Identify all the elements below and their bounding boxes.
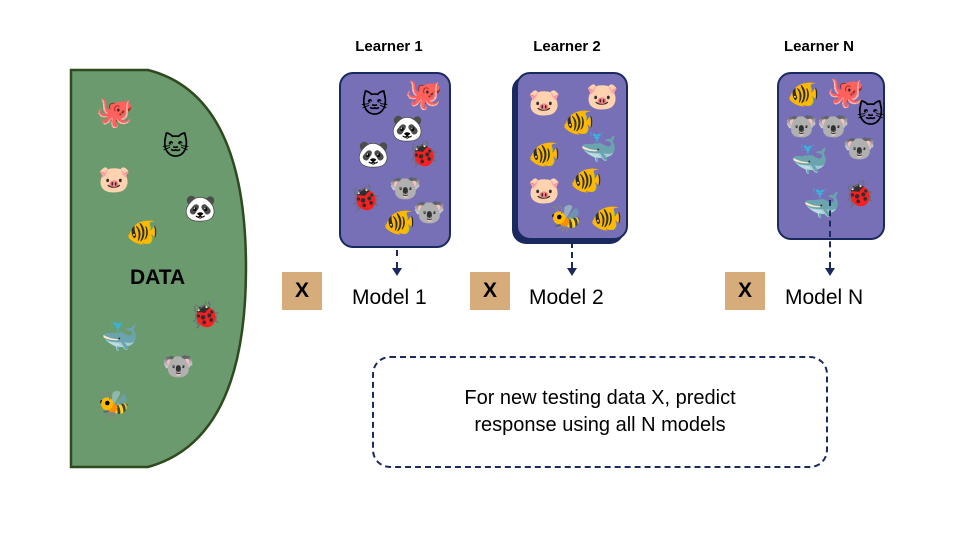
learner-n-arrowhead (825, 268, 835, 276)
model-2-label: Model 2 (529, 286, 604, 309)
data-panel (69, 68, 248, 469)
pig-icon: 🐷 (586, 82, 619, 112)
bee-icon: 🐝 (550, 204, 583, 234)
learner-n-title: Learner N (783, 38, 855, 55)
model-1-label: Model 1 (352, 286, 427, 309)
fish-icon: 🐠 (787, 80, 820, 110)
fish-icon: 🐠 (570, 166, 603, 196)
cat-icon: 🐱 (857, 100, 885, 130)
pig-icon: 🐷 (528, 176, 561, 206)
learner-2-arrowhead (567, 268, 577, 276)
ladybug-icon: 🐞 (407, 140, 440, 170)
pig-icon: 🐷 (98, 165, 131, 195)
koala-icon: 🐨 (817, 112, 850, 142)
koala-icon: 🐨 (413, 198, 446, 228)
koala-icon: 🐨 (162, 352, 195, 382)
learner-1-arrowhead (392, 268, 402, 276)
whale-icon: 🐳 (580, 131, 618, 166)
model-n-label: Model N (785, 286, 864, 309)
koala-icon: 🐨 (785, 112, 818, 142)
octopus-icon: 🐙 (405, 77, 443, 112)
learner-2-box: 🐷 🐷 🐠 🐠 🐳 🐷 🐠 🐝 🐠 (516, 72, 628, 240)
prediction-note-line-2: response using all N models (474, 414, 726, 436)
ladybug-icon: 🐞 (843, 180, 876, 210)
fish-icon: 🐠 (383, 208, 416, 238)
octopus-icon: 🐙 (827, 75, 865, 110)
whale-icon: 🐳 (803, 187, 841, 222)
learner-2-arrow (571, 242, 573, 268)
panda-icon: 🐼 (184, 194, 217, 224)
cat-icon: 🐱 (162, 132, 190, 162)
pig-icon: 🐷 (528, 88, 561, 118)
learner-1-title: Learner 1 (355, 38, 423, 55)
panda-icon: 🐼 (357, 140, 390, 170)
prediction-note-line-1: For new testing data X, predict (464, 387, 736, 409)
ladybug-icon: 🐞 (349, 184, 382, 214)
fish-icon: 🐠 (528, 140, 561, 170)
panda-icon: 🐼 (391, 114, 424, 144)
fish-icon: 🐠 (562, 108, 595, 138)
ladybug-icon: 🐞 (189, 301, 222, 331)
data-label: DATA (130, 266, 186, 289)
whale-icon: 🐳 (791, 143, 829, 178)
whale-icon: 🐳 (101, 320, 139, 355)
x-input-box-2: X (470, 272, 510, 310)
koala-icon: 🐨 (389, 174, 422, 204)
fish-icon: 🐠 (126, 218, 159, 248)
fish-icon: 🐠 (590, 204, 623, 234)
x-input-box-1: X (282, 272, 322, 310)
prediction-note-box: For new testing data X, predict response… (372, 356, 828, 468)
koala-icon: 🐨 (843, 134, 876, 164)
learner-1-box: 🐱 🐙 🐼 🐼 🐞 🐞 🐨 🐨 🐠 (339, 72, 451, 248)
cat-icon: 🐱 (361, 90, 389, 120)
learner-n-box: 🐠 🐙 🐨 🐨 🐱 🐳 🐨 🐳 🐞 (777, 72, 885, 240)
learner-1-arrow (396, 250, 398, 268)
learner-n-arrow (829, 200, 831, 268)
learner-2-title: Learner 2 (533, 38, 601, 55)
bee-icon: 🐝 (98, 390, 131, 420)
octopus-icon: 🐙 (96, 95, 134, 130)
x-input-box-n: X (725, 272, 765, 310)
